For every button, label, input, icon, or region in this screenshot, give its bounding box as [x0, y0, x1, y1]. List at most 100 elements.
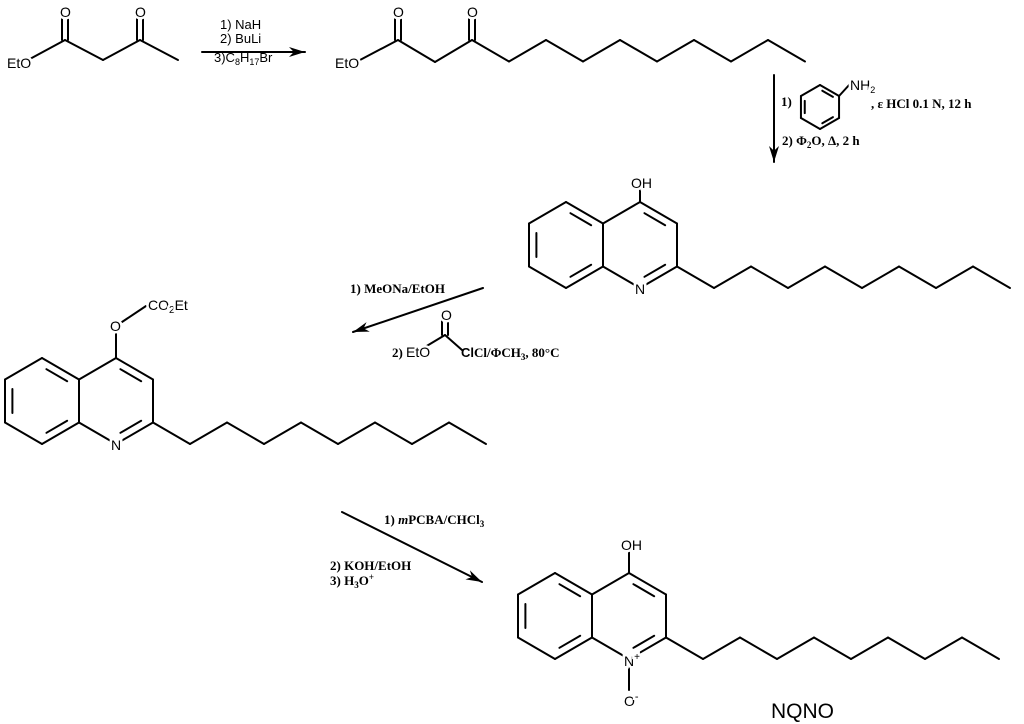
bond — [565, 201, 604, 225]
co2et-label: CO2Et — [148, 297, 188, 316]
bond — [591, 572, 630, 596]
reagent-h3o: 3) H3O+ — [330, 572, 374, 590]
bond — [374, 421, 413, 445]
bond — [528, 201, 567, 225]
bond — [628, 572, 667, 596]
bond — [887, 636, 926, 660]
nitrogen-label: N — [111, 437, 121, 453]
bond — [263, 421, 302, 445]
eto-label: EtO — [7, 55, 31, 71]
double-bond — [821, 116, 834, 125]
double-bond — [45, 368, 69, 383]
bond — [4, 357, 43, 381]
hydroxyquinoline: OH N — [629, 173, 655, 300]
step3-conditions: 1) MeONa/EtOH 2) EtO O ClCl/ΦCH3, 80°C — [350, 281, 559, 363]
bond — [189, 421, 228, 445]
eto-label: EtO — [406, 344, 430, 360]
bond — [750, 265, 789, 289]
bond — [591, 636, 630, 660]
oxygen-label: O — [393, 4, 404, 20]
bond — [861, 265, 900, 289]
oxygen-label: O — [467, 4, 478, 20]
bond — [115, 357, 154, 381]
bond — [602, 265, 641, 289]
step-1-label: 1) — [781, 94, 792, 109]
eto-label: EtO — [335, 55, 359, 71]
bond — [448, 421, 487, 445]
bond — [819, 84, 841, 97]
reagent-chloroformate: ClCl/ΦCH3, 80°C — [461, 345, 559, 362]
quinoline-carbonate: O CO2Et N — [108, 295, 191, 456]
oh-label: OH — [631, 175, 652, 191]
nitrogen-label: N — [635, 281, 645, 297]
bond — [693, 39, 732, 63]
bond — [41, 421, 80, 445]
beta-keto-ester: EtO O O — [333, 2, 481, 74]
double-bond — [632, 583, 656, 598]
double-bond — [569, 212, 593, 227]
reagent-mcpba: 1) mPCBA/CHCl3 — [384, 512, 485, 529]
double-bond — [45, 419, 69, 434]
reagent-buli: 2) BuLi — [220, 31, 261, 46]
reaction-arrow — [352, 287, 484, 333]
bond — [602, 201, 641, 225]
double-bond — [821, 89, 834, 98]
oh-label: OH — [621, 537, 642, 553]
bond — [78, 357, 117, 381]
bond — [115, 421, 154, 445]
bond — [819, 117, 841, 130]
bond — [517, 572, 556, 596]
bond — [628, 636, 667, 660]
bond — [565, 265, 604, 289]
double-bond — [558, 583, 582, 598]
bond — [656, 39, 695, 63]
bond — [776, 636, 815, 660]
reagent-hcl: , ε HCl 0.1 N, 12 h — [871, 96, 972, 111]
bond — [838, 83, 851, 97]
double-bond — [643, 263, 667, 278]
oxygen-label: O — [441, 307, 452, 323]
bond — [152, 421, 191, 445]
arrowhead-icon — [289, 47, 305, 57]
bond — [545, 39, 584, 63]
bond — [300, 421, 339, 445]
reaction-arrow — [341, 511, 483, 583]
double-bond — [558, 634, 582, 649]
reagent-octylbromide: 3)C8H17Br — [214, 50, 273, 67]
bond — [787, 265, 826, 289]
arrowhead-icon — [465, 570, 482, 582]
bond — [397, 39, 436, 63]
bond — [799, 84, 821, 97]
bond — [64, 39, 104, 61]
bond — [121, 305, 147, 323]
bond — [676, 265, 715, 289]
reagent-nah: 1) NaH — [220, 17, 261, 32]
bond — [898, 265, 937, 289]
ethyl-acetoacetate: EtO O O — [5, 2, 149, 74]
bond — [813, 636, 852, 660]
reagent-meona: 1) MeONa/EtOH — [350, 281, 445, 296]
bond — [713, 265, 752, 289]
bond — [665, 636, 704, 660]
bond — [924, 636, 963, 660]
oxygen-label: O — [110, 318, 121, 334]
bond — [639, 201, 678, 225]
bond — [226, 421, 265, 445]
step1-conditions: 1) NaH 2) BuLi 3)C8H17Br — [214, 17, 273, 67]
bond — [554, 636, 593, 660]
nitrogen-plus-label: N+ — [624, 652, 640, 669]
step-2-label: 2) — [392, 345, 403, 360]
bond — [411, 421, 450, 445]
oxygen-label: O — [60, 4, 71, 20]
bond — [4, 421, 43, 445]
bond — [799, 117, 821, 130]
bond — [767, 39, 806, 63]
bond — [935, 265, 974, 289]
bond — [508, 39, 547, 63]
bond — [582, 39, 621, 63]
bond — [337, 421, 376, 445]
bond — [434, 39, 473, 63]
nh2-label: NH2 — [850, 77, 875, 95]
product-name: NQNO — [771, 700, 834, 723]
bond — [702, 636, 741, 660]
